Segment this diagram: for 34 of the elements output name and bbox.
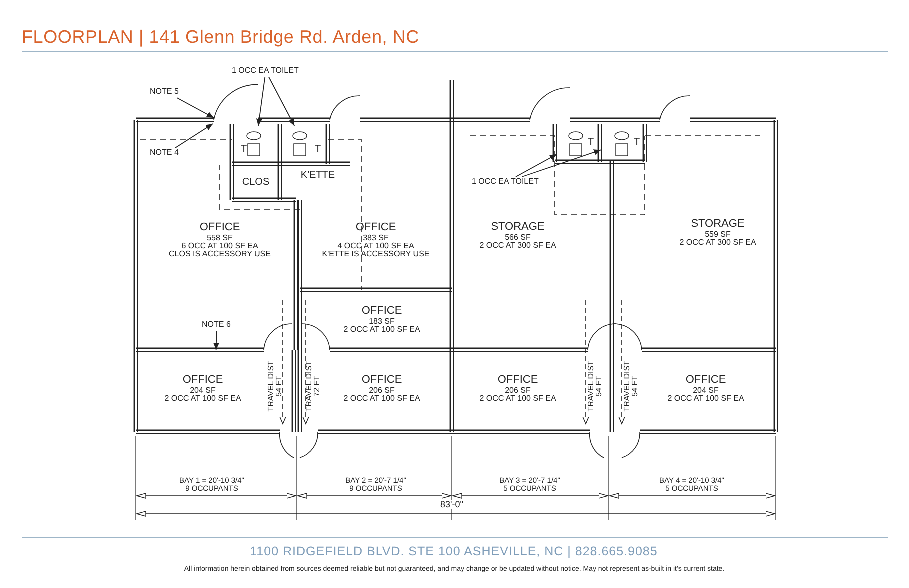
leader-line	[213, 330, 220, 350]
room-label: OFFICE 206 SF 2 OCC AT 100 SF EA	[480, 374, 556, 404]
callout-text: 1 OCC EA TOILET	[472, 177, 540, 188]
callout-text: 1 OCC EA TOILET	[232, 66, 300, 77]
room-label: OFFICE 204 SF 2 OCC AT 100 SF EA	[668, 374, 744, 404]
room-label: OFFICE 183 SF 2 OCC AT 100 SF EA	[344, 306, 420, 334]
leader-line	[256, 76, 266, 126]
room-label: T	[314, 144, 322, 156]
page-title: FLOORPLAN | 141 Glenn Bridge Rd. Arden, NC	[22, 27, 420, 48]
leader-line	[176, 98, 214, 118]
leader-line	[175, 124, 214, 148]
room-label: K'ETTE	[300, 170, 336, 182]
dimension-label: 83'-0"	[438, 500, 466, 510]
leader-line	[516, 154, 558, 178]
room-label: OFFICE 204 SF 2 OCC AT 100 SF EA	[164, 374, 242, 404]
room-label: OFFICE 558 SF 6 OCC AT 100 SF EA CLOS IS ACCESSORY USE	[169, 222, 271, 260]
room-label: CLOS	[242, 178, 270, 188]
travel-distance-label: TRAVEL DIST 54 FT	[268, 360, 284, 414]
room-label: T	[634, 138, 640, 148]
room-label: T	[588, 138, 594, 148]
callout-text: NOTE 4	[150, 148, 184, 159]
callout-text: NOTE 6	[202, 320, 232, 331]
leader-line	[268, 76, 296, 126]
room-label: STORAGE 559 SF 2 OCC AT 300 SF EA	[680, 218, 756, 248]
travel-distance-label: TRAVEL DIST 72 FT	[306, 360, 322, 414]
room-label: STORAGE 566 SF 2 OCC AT 300 SF EA	[480, 222, 556, 250]
room-label: OFFICE 206 SF 2 OCC AT 100 SF EA	[344, 374, 420, 404]
room-label: OFFICE 383 SF 4 OCC AT 100 SF EA K'ETTE IS ACCESSORY USE	[322, 222, 430, 260]
callout-text: NOTE 5	[150, 87, 184, 98]
room-label: T	[240, 144, 248, 156]
footer-contact: 1100 RIDGEFIELD BLVD. STE 100 ASHEVILLE, NC | 828.665.9085	[250, 545, 658, 559]
leader-line	[522, 150, 602, 178]
travel-distance-label: TRAVEL DIST 54 FT	[624, 360, 640, 414]
travel-distance-label: TRAVEL DIST 54 FT	[588, 360, 604, 414]
